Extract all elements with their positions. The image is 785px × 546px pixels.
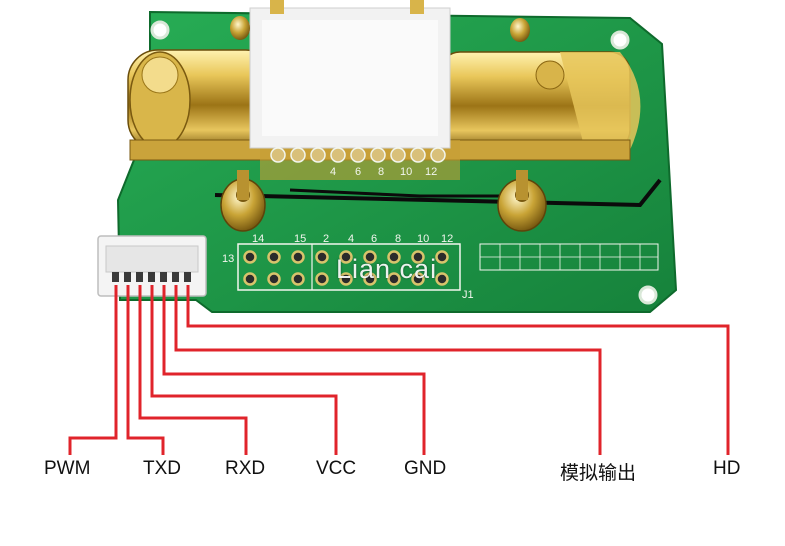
- signal-wire: [150, 285, 338, 455]
- header-hole: [267, 272, 281, 286]
- header-hole: [315, 250, 329, 264]
- header-j1-label: J1: [462, 289, 474, 301]
- pin-label-gnd: GND: [404, 458, 447, 479]
- mounting-screws: [220, 16, 547, 232]
- sensor-pin: [290, 147, 306, 163]
- connector-slot: [160, 272, 167, 282]
- header-pin-top: 12: [441, 233, 453, 245]
- header-pin-top: 10: [417, 233, 429, 245]
- sensor-pin-number: 6: [355, 166, 361, 178]
- connector-slot: [172, 272, 179, 282]
- header-hole: [387, 250, 401, 264]
- signal-wire: [174, 285, 602, 455]
- signal-wire: [138, 285, 248, 455]
- pin-label-pwm: PWM: [44, 458, 91, 479]
- pin-label-txd: TXD: [143, 458, 181, 479]
- connector-slot: [112, 272, 119, 282]
- silkscreen-pin-table: [479, 243, 659, 271]
- header-hole: [339, 272, 353, 286]
- header-pin-top: 4: [348, 233, 354, 245]
- header-pin-13: 13: [222, 253, 234, 265]
- header-hole: [435, 272, 449, 286]
- sensor-pin-number: 12: [425, 166, 437, 178]
- pin-label-vcc: VCC: [316, 458, 357, 479]
- header-hole: [411, 272, 425, 286]
- header-hole: [339, 250, 353, 264]
- header-hole: [435, 250, 449, 264]
- connector-slot: [148, 272, 155, 282]
- sensor-pin: [330, 147, 346, 163]
- signal-wire: [162, 285, 426, 455]
- sensor-pin-numbers: 4 6 8 10 12: [330, 166, 437, 178]
- header-hole: [291, 250, 305, 264]
- signal-wire: [68, 285, 118, 455]
- header-hole: [363, 250, 377, 264]
- header-hole: [243, 250, 257, 264]
- header-pin-top: 15: [294, 233, 306, 245]
- header-hole: [267, 250, 281, 264]
- connector-slot: [124, 272, 131, 282]
- sensor-label: [249, 0, 451, 149]
- header-hole: [411, 250, 425, 264]
- header-pin-top: 6: [371, 233, 377, 245]
- sensor-pin-number: 10: [400, 166, 412, 178]
- sensor-pin: [410, 147, 426, 163]
- pin-label-hd: HD: [713, 458, 741, 479]
- sensor-pin: [430, 147, 446, 163]
- header-hole: [315, 272, 329, 286]
- sensor-pin-number: 8: [378, 166, 384, 178]
- sensor-pin-number: 4: [330, 166, 336, 178]
- header-pin-top: 14: [252, 233, 264, 245]
- header-hole: [363, 272, 377, 286]
- signal-wire: [126, 285, 165, 455]
- pin-header: 13 14 15 2 4 6 8 10 12 J1: [222, 233, 474, 301]
- white-connector: [97, 235, 207, 297]
- sensor-pin-row: [270, 147, 446, 163]
- header-pin-top: 2: [323, 233, 329, 245]
- sensor-pin: [390, 147, 406, 163]
- header-hole: [387, 272, 401, 286]
- pin-label-analog-output: 模拟输出: [560, 463, 637, 484]
- signal-wire: [186, 285, 730, 455]
- sensor-pin: [350, 147, 366, 163]
- header-hole: [243, 272, 257, 286]
- sensor-pin: [270, 147, 286, 163]
- connector-slot: [136, 272, 143, 282]
- sensor-pin: [370, 147, 386, 163]
- header-pin-top: 8: [395, 233, 401, 245]
- signal-wires: [68, 285, 730, 455]
- header-hole: [291, 272, 305, 286]
- connector-slot: [184, 272, 191, 282]
- pin-label-rxd: RXD: [225, 458, 266, 479]
- sensor-pin: [310, 147, 326, 163]
- watermark-text: Lian cai: [336, 254, 438, 284]
